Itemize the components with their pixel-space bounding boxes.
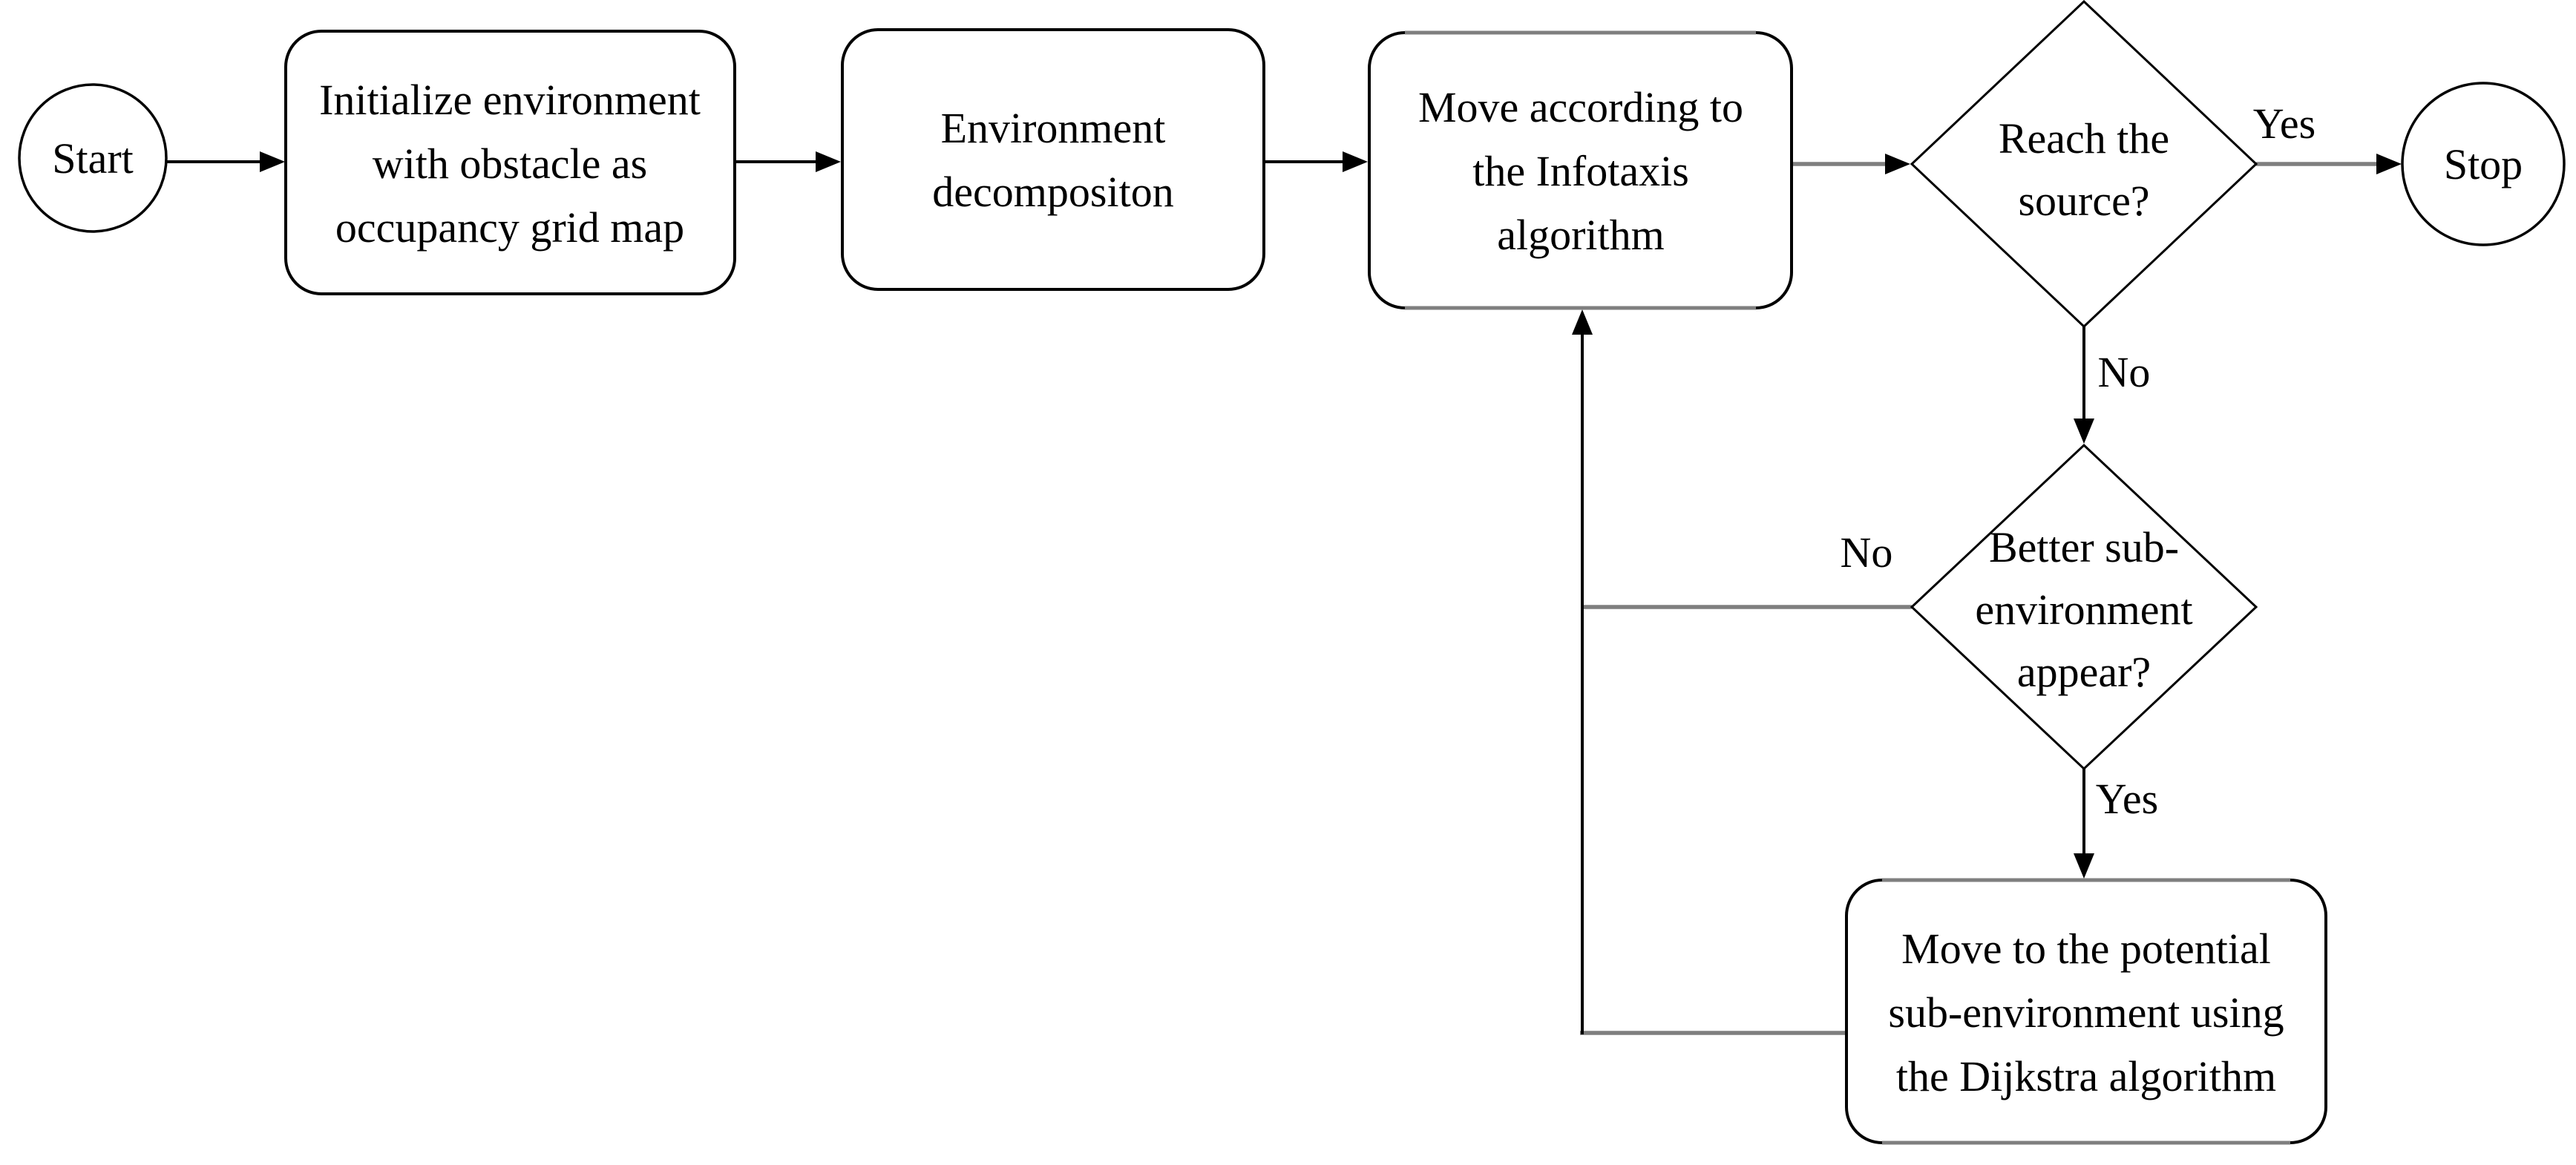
- environment-decomposition-node: Environment decompositon: [841, 28, 1265, 291]
- environment-decomposition-box: [841, 28, 1265, 291]
- stop-circle: [2401, 82, 2566, 246]
- better-sub-line-3: appear?: [2017, 648, 2151, 696]
- infotaxis-node: Move according to the Infotaxis algorith…: [1368, 30, 1793, 310]
- arrowhead-right-icon: [1343, 151, 1368, 172]
- edge-label-no-better: No: [1841, 528, 1893, 577]
- arrowhead-up-icon: [1572, 309, 1593, 335]
- initialize-line-1: Initialize environment: [319, 76, 701, 124]
- dijkstra-line-1: Move to the potential: [1901, 925, 2271, 973]
- dijkstra-line-3: the Dijkstra algorithm: [1896, 1052, 2276, 1100]
- edge-decomposition-to-infotaxis: [1264, 151, 1368, 172]
- reach-source-line-1: Reach the: [1999, 114, 2169, 163]
- arrowhead-down-icon: [2074, 853, 2094, 879]
- start-node: Start: [18, 83, 168, 233]
- dijkstra-line-2: sub-environment using: [1888, 988, 2284, 1037]
- better-sub-environment-node: Better sub- environment appear?: [1910, 443, 2258, 771]
- stop-label: Stop: [2444, 140, 2523, 188]
- infotaxis-line-3: algorithm: [1497, 211, 1665, 259]
- edge-initialize-to-decomposition: [735, 151, 841, 172]
- decomposition-line-1: Environment: [941, 104, 1166, 152]
- arrowhead-right-icon: [1885, 154, 1910, 174]
- initialize-line-3: occupancy grid map: [335, 203, 684, 252]
- initialize-environment-box: [284, 30, 736, 295]
- start-label: Start: [52, 134, 134, 183]
- edge-return-to-infotaxis: [1572, 309, 1593, 1034]
- edge-reach-source-yes-to-stop: [2256, 154, 2402, 174]
- infotaxis-line-2: the Infotaxis: [1472, 147, 1689, 195]
- arrowhead-right-icon: [2376, 154, 2402, 174]
- reach-source-diamond: [1910, 0, 2258, 329]
- arrowhead-right-icon: [816, 151, 841, 172]
- initialize-environment-node: Initialize environment with obstacle as …: [284, 30, 736, 295]
- dijkstra-node: Move to the potential sub-environment us…: [1845, 878, 2327, 1145]
- edge-better-sub-yes-to-dijkstra: [2074, 769, 2094, 879]
- edge-start-to-initialize: [166, 151, 285, 172]
- better-sub-line-1: Better sub-: [1989, 523, 2179, 571]
- reach-source-node: Reach the source?: [1910, 0, 2258, 329]
- reach-source-line-2: source?: [2018, 177, 2149, 225]
- edge-reach-source-no-to-better-sub: [2074, 326, 2094, 444]
- edge-label-yes-reach: Yes: [2253, 99, 2316, 148]
- start-circle: [18, 83, 168, 233]
- edge-label-yes-better: Yes: [2096, 775, 2158, 823]
- edge-label-no-reach: No: [2098, 348, 2151, 396]
- infotaxis-line-1: Move according to: [1418, 83, 1743, 131]
- edge-infotaxis-to-reach-source: [1792, 154, 1910, 174]
- stop-node: Stop: [2401, 82, 2566, 246]
- better-sub-environment-diamond: [1910, 443, 2258, 771]
- decomposition-line-2: decompositon: [932, 168, 1173, 216]
- arrowhead-right-icon: [260, 151, 285, 172]
- arrowhead-down-icon: [2074, 419, 2094, 444]
- better-sub-line-2: environment: [1975, 585, 2192, 634]
- initialize-line-2: with obstacle as: [373, 140, 647, 188]
